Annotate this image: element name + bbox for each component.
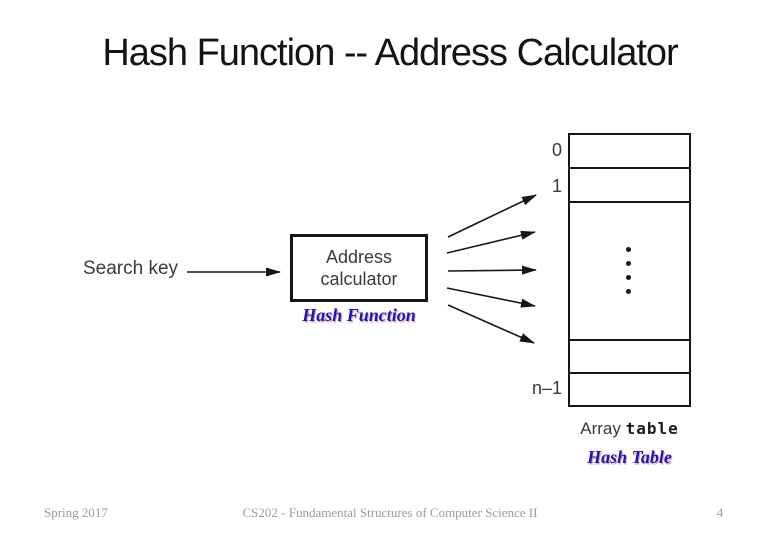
array-table-label: Array table — [568, 419, 691, 439]
address-calculator-line2: calculator — [320, 269, 398, 289]
hash-table-array — [568, 133, 691, 407]
ellipsis-dot — [626, 261, 631, 266]
address-calculator-box: Address calculator — [290, 234, 428, 302]
fan-arrow-3 — [447, 265, 537, 275]
table-row-middle — [570, 203, 689, 341]
fan-arrow-2 — [446, 230, 536, 254]
array-label-prefix: Array — [580, 419, 621, 438]
index-label-0: 0 — [551, 140, 562, 160]
table-row-3 — [570, 341, 689, 374]
search-key-label: Search key — [83, 258, 179, 279]
hash-function-label: Hash Function — [302, 305, 416, 325]
fan-arrow-4 — [446, 287, 536, 308]
table-row-0 — [570, 135, 689, 169]
address-calculator-line1: Address — [325, 246, 393, 267]
footer-semester: Spring 2017 — [44, 505, 108, 520]
table-row-1 — [570, 169, 689, 203]
hash-table-label: Hash Table — [587, 447, 672, 467]
ellipsis-dot — [626, 247, 631, 252]
table-row-n-1 — [570, 374, 689, 405]
slide-title: Hash Function -- Address Calculator — [102, 32, 678, 74]
footer-course-title: CS202 - Fundamental Structures of Comput… — [242, 505, 538, 520]
array-label-name: table — [625, 419, 679, 438]
ellipsis-dot — [626, 289, 631, 294]
ellipsis-dot — [626, 275, 631, 280]
fan-arrow-5 — [447, 304, 535, 344]
footer-page-number: 4 — [716, 505, 724, 520]
index-label-n-1: n–1 — [531, 378, 562, 398]
fan-arrow-1 — [447, 194, 537, 238]
index-label-1: 1 — [551, 176, 562, 196]
